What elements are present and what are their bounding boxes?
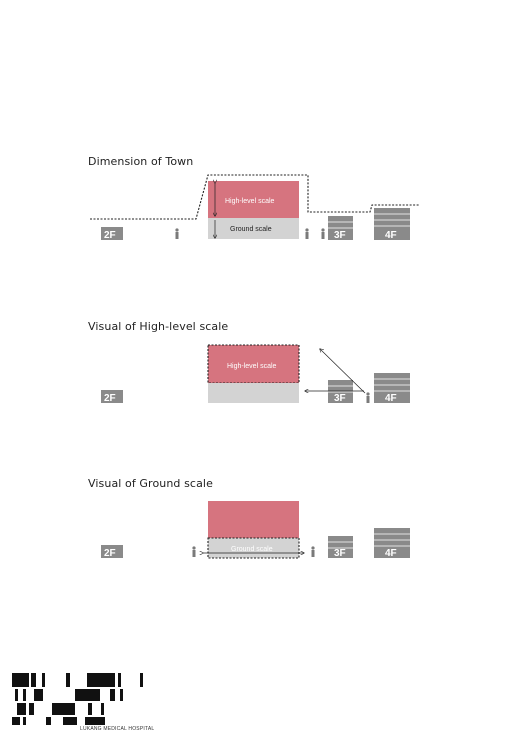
- building-2f: [101, 390, 123, 403]
- building-3f-label: 3F: [334, 393, 346, 404]
- building-3f-label: 3F: [334, 548, 346, 559]
- building-2f-label: 2F: [104, 548, 116, 559]
- section-dimension: 2F High-level scale Ground scale: [90, 174, 420, 241]
- high-level-highlight-outline: [207, 344, 300, 384]
- hospital-logo: [12, 673, 143, 725]
- person-figure: [366, 392, 370, 403]
- person-figure: [321, 228, 325, 239]
- section-high-level: 2F High-level scale 3F: [101, 344, 410, 404]
- building-3f: [328, 380, 353, 403]
- high-level-label: High-level scale: [225, 198, 275, 205]
- building-4f: [374, 208, 410, 240]
- building-3f-label: 3F: [334, 230, 346, 241]
- person-figure: [305, 228, 309, 239]
- person-figure: [311, 546, 315, 557]
- high-level-label: High-level scale: [227, 363, 277, 370]
- building-4f: [374, 528, 410, 558]
- building-4f-label: 4F: [385, 393, 397, 404]
- ground-label: Ground scale: [230, 226, 272, 233]
- building-2f-label: 2F: [104, 393, 116, 404]
- section-title-dimension: Dimension of Town: [88, 155, 194, 168]
- person-figure: [175, 228, 179, 239]
- building-3f: [328, 536, 353, 558]
- high-level-block: [208, 501, 299, 538]
- ground-block: [208, 383, 299, 403]
- high-level-block: [208, 181, 299, 218]
- high-level-block: [208, 345, 299, 383]
- section-ground: 2F Ground scale: [101, 501, 410, 559]
- ground-block: [208, 218, 299, 239]
- building-4f-label: 4F: [385, 548, 397, 559]
- building-4f-label: 4F: [385, 230, 397, 241]
- building-2f-label: 2F: [104, 230, 116, 241]
- skyline-dashed-line: [90, 174, 420, 220]
- person-figure: [192, 546, 196, 557]
- section-title-high-level: Visual of High-level scale: [88, 320, 229, 333]
- ground-highlight-outline: [207, 537, 300, 559]
- building-4f: [374, 373, 410, 403]
- section-title-ground: Visual of Ground scale: [88, 477, 213, 490]
- sight-line-up: [320, 349, 366, 394]
- building-2f: [101, 227, 123, 240]
- building-2f: [101, 545, 123, 558]
- ground-label: Ground scale: [231, 546, 273, 553]
- building-3f: [328, 216, 353, 240]
- logo-caption: LUKANG MEDICAL HOSPITAL: [80, 726, 155, 732]
